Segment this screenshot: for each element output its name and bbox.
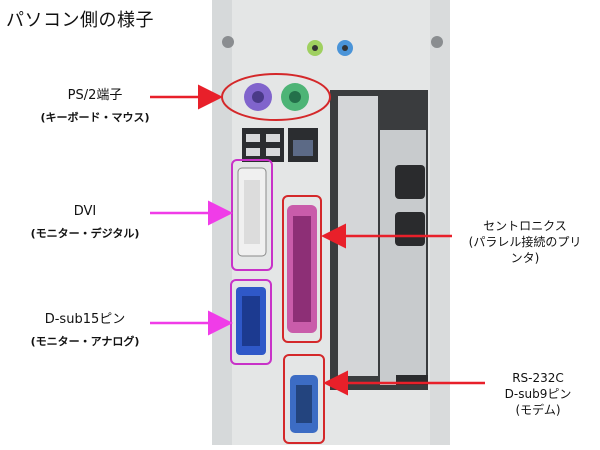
rs232c-label-line3: (モデム) bbox=[515, 403, 561, 417]
centronics-label-line1: セントロニクス bbox=[483, 219, 567, 233]
firewire-port-icon bbox=[395, 212, 425, 246]
dvi-label: DVI (モニター・デジタル) bbox=[20, 204, 150, 242]
screw-icon bbox=[431, 36, 443, 48]
dvi-label-sub: (モニター・デジタル) bbox=[30, 227, 140, 240]
rs232c-label-line2: D-sub9ピン bbox=[504, 387, 572, 401]
dsub15-label-sub: (モニター・アナログ) bbox=[30, 335, 140, 348]
screw-icon bbox=[222, 36, 234, 48]
firewire-port-icon bbox=[395, 165, 425, 199]
dvi-label-main: DVI bbox=[73, 204, 97, 219]
parallel-highlight bbox=[282, 195, 322, 343]
centronics-label: セントロニクス (パラレル接続のプリ ンタ) bbox=[454, 218, 596, 266]
ps2-label-main: PS/2端子 bbox=[67, 88, 123, 103]
serial-highlight bbox=[283, 354, 325, 444]
dsub15-label-main: D-sub15ピン bbox=[44, 312, 126, 327]
rs232c-label-line1: RS-232C bbox=[512, 371, 564, 385]
usb-ports-icon bbox=[242, 128, 284, 162]
rs232c-label: RS-232C D-sub9ピン (モデム) bbox=[488, 370, 588, 418]
dsub15-label: D-sub15ピン (モニター・アナログ) bbox=[20, 312, 150, 350]
ps2-label-sub: (キーボード・マウス) bbox=[40, 111, 150, 124]
centronics-label-line2: (パラレル接続のプリ bbox=[468, 235, 582, 249]
page-title: パソコン側の様子 bbox=[6, 10, 154, 31]
centronics-label-line3: ンタ) bbox=[510, 251, 540, 265]
ps2-label: PS/2端子 (キーボード・マウス) bbox=[40, 88, 150, 126]
